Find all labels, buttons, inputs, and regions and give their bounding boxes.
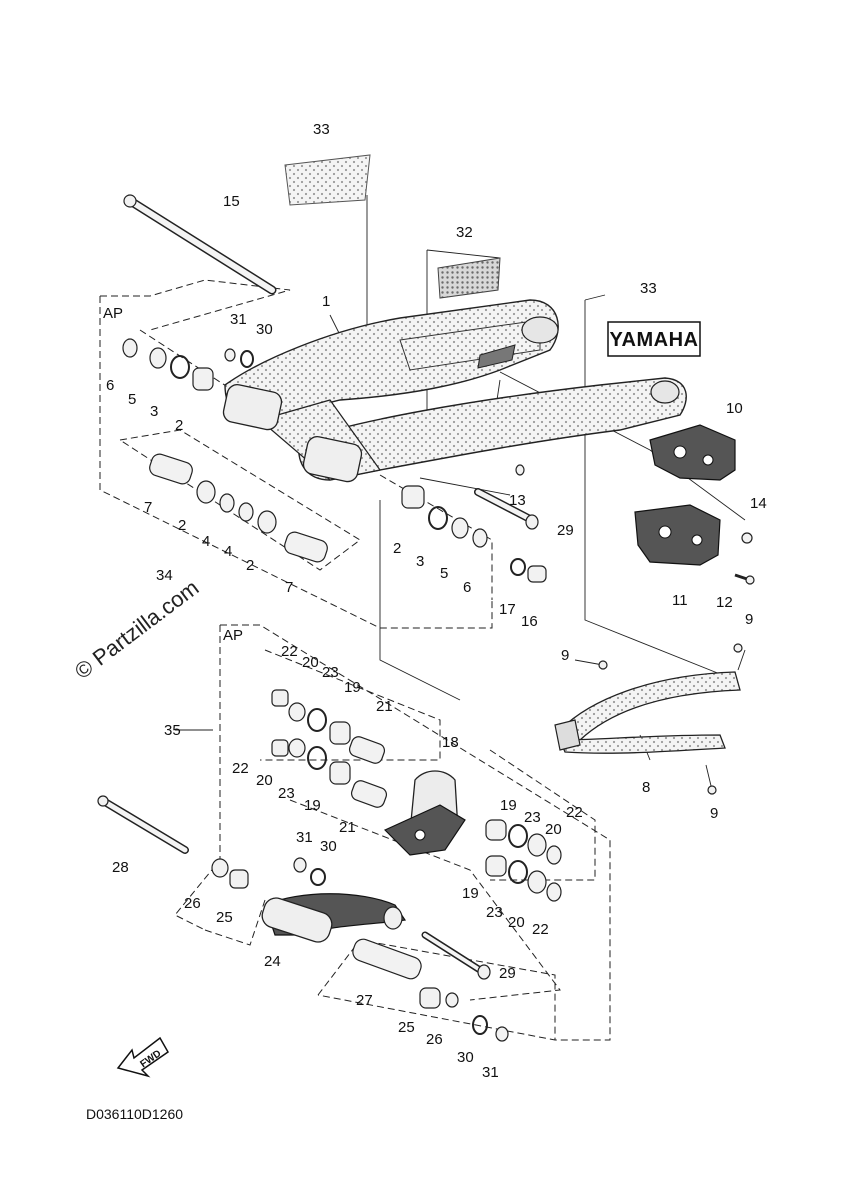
callout-22: 22 [281, 643, 298, 660]
callout-3: 3 [150, 403, 158, 420]
callout-6: 6 [463, 579, 471, 596]
callout-19: 19 [344, 679, 361, 696]
callout-5: 5 [128, 391, 136, 408]
callout-22: 22 [232, 760, 249, 777]
callout-20: 20 [256, 772, 273, 789]
callout-24: 24 [264, 953, 281, 970]
callout-7: 7 [144, 499, 152, 516]
connecting-rod-24 [261, 893, 407, 943]
callout-19: 19 [462, 885, 479, 902]
callout-9: 9 [710, 805, 718, 822]
callout-2: 2 [175, 417, 183, 434]
callout-20: 20 [545, 821, 562, 838]
callout-30: 30 [256, 321, 273, 338]
callout-23: 23 [524, 809, 541, 826]
callout-21: 21 [339, 819, 356, 836]
callout-29: 29 [557, 522, 574, 539]
callout-2: 2 [393, 540, 401, 557]
callout-22: 22 [566, 804, 583, 821]
lower-seals-bearings [211, 689, 562, 1042]
callout-17: 17 [499, 601, 516, 618]
callout-labels: 33 15 32 33 1 31 30 6 5 3 2 10 13 7 14 2… [106, 121, 767, 1081]
relay-arm-18 [383, 770, 466, 856]
callout-18: 18 [442, 734, 459, 751]
upper-seals-bearings [122, 338, 547, 583]
callout-4: 4 [202, 533, 210, 550]
callout-26: 26 [426, 1031, 443, 1048]
callout-25: 25 [216, 909, 233, 926]
callout-4: 4 [224, 543, 232, 560]
callout-31: 31 [482, 1064, 499, 1081]
decal-33-yamaha: YAMAHA [607, 321, 701, 357]
callout-27: 27 [356, 992, 373, 1009]
callout-13: 13 [509, 492, 526, 509]
decal-33-mesh [284, 154, 371, 206]
callout-2: 2 [178, 517, 186, 534]
callout-23: 23 [322, 664, 339, 681]
callout-19: 19 [500, 797, 517, 814]
callout-12: 12 [716, 594, 733, 611]
callout-20: 20 [508, 914, 525, 931]
swingarm-1 [222, 299, 687, 483]
bolts-12-14 [734, 532, 755, 585]
chain-guide-10 [649, 424, 736, 481]
callout-35: 35 [164, 722, 181, 739]
watermark: © Partzilla.com [70, 575, 203, 684]
group-label-ap-lower: AP [223, 627, 243, 644]
callout-8: 8 [642, 779, 650, 796]
callout-1: 1 [322, 293, 330, 310]
chain-support-8 [554, 671, 741, 754]
callout-7: 7 [285, 579, 293, 596]
callout-30: 30 [457, 1049, 474, 1066]
callout-32: 32 [456, 224, 473, 241]
pivot-axle-15 [123, 194, 277, 295]
callout-34: 34 [156, 567, 173, 584]
callout-15: 15 [223, 193, 240, 210]
callout-23: 23 [278, 785, 295, 802]
callout-2: 2 [246, 557, 254, 574]
callout-14: 14 [750, 495, 767, 512]
callout-20: 20 [302, 654, 319, 671]
chain-guide-11 [634, 504, 721, 566]
yamaha-decal-text: YAMAHA [610, 329, 699, 351]
forward-arrow-icon: FWD [116, 1036, 169, 1078]
callout-16: 16 [521, 613, 538, 630]
callout-22: 22 [532, 921, 549, 938]
callout-21: 21 [376, 698, 393, 715]
callout-6: 6 [106, 377, 114, 394]
callout-5: 5 [440, 565, 448, 582]
callout-11: 11 [672, 592, 688, 609]
callout-31: 31 [296, 829, 313, 846]
callout-33: 33 [640, 280, 657, 297]
callout-9: 9 [745, 611, 753, 628]
callout-29: 29 [499, 965, 516, 982]
callout-9: 9 [561, 647, 569, 664]
bolts-9 [598, 643, 743, 795]
callout-19: 19 [304, 797, 321, 814]
callout-30: 30 [320, 838, 337, 855]
callout-33: 33 [313, 121, 330, 138]
callout-28: 28 [112, 859, 129, 876]
callout-25: 25 [398, 1019, 415, 1036]
callout-3: 3 [416, 553, 424, 570]
group-label-ap-upper: AP [103, 305, 123, 322]
diagram-code: D036110D1260 [86, 1106, 183, 1122]
callout-31: 31 [230, 311, 247, 328]
decal-32-mesh [437, 257, 501, 299]
callout-10: 10 [726, 400, 743, 417]
callout-23: 23 [486, 904, 503, 921]
callout-26: 26 [184, 895, 201, 912]
shafts-27-28-29 [97, 795, 491, 980]
